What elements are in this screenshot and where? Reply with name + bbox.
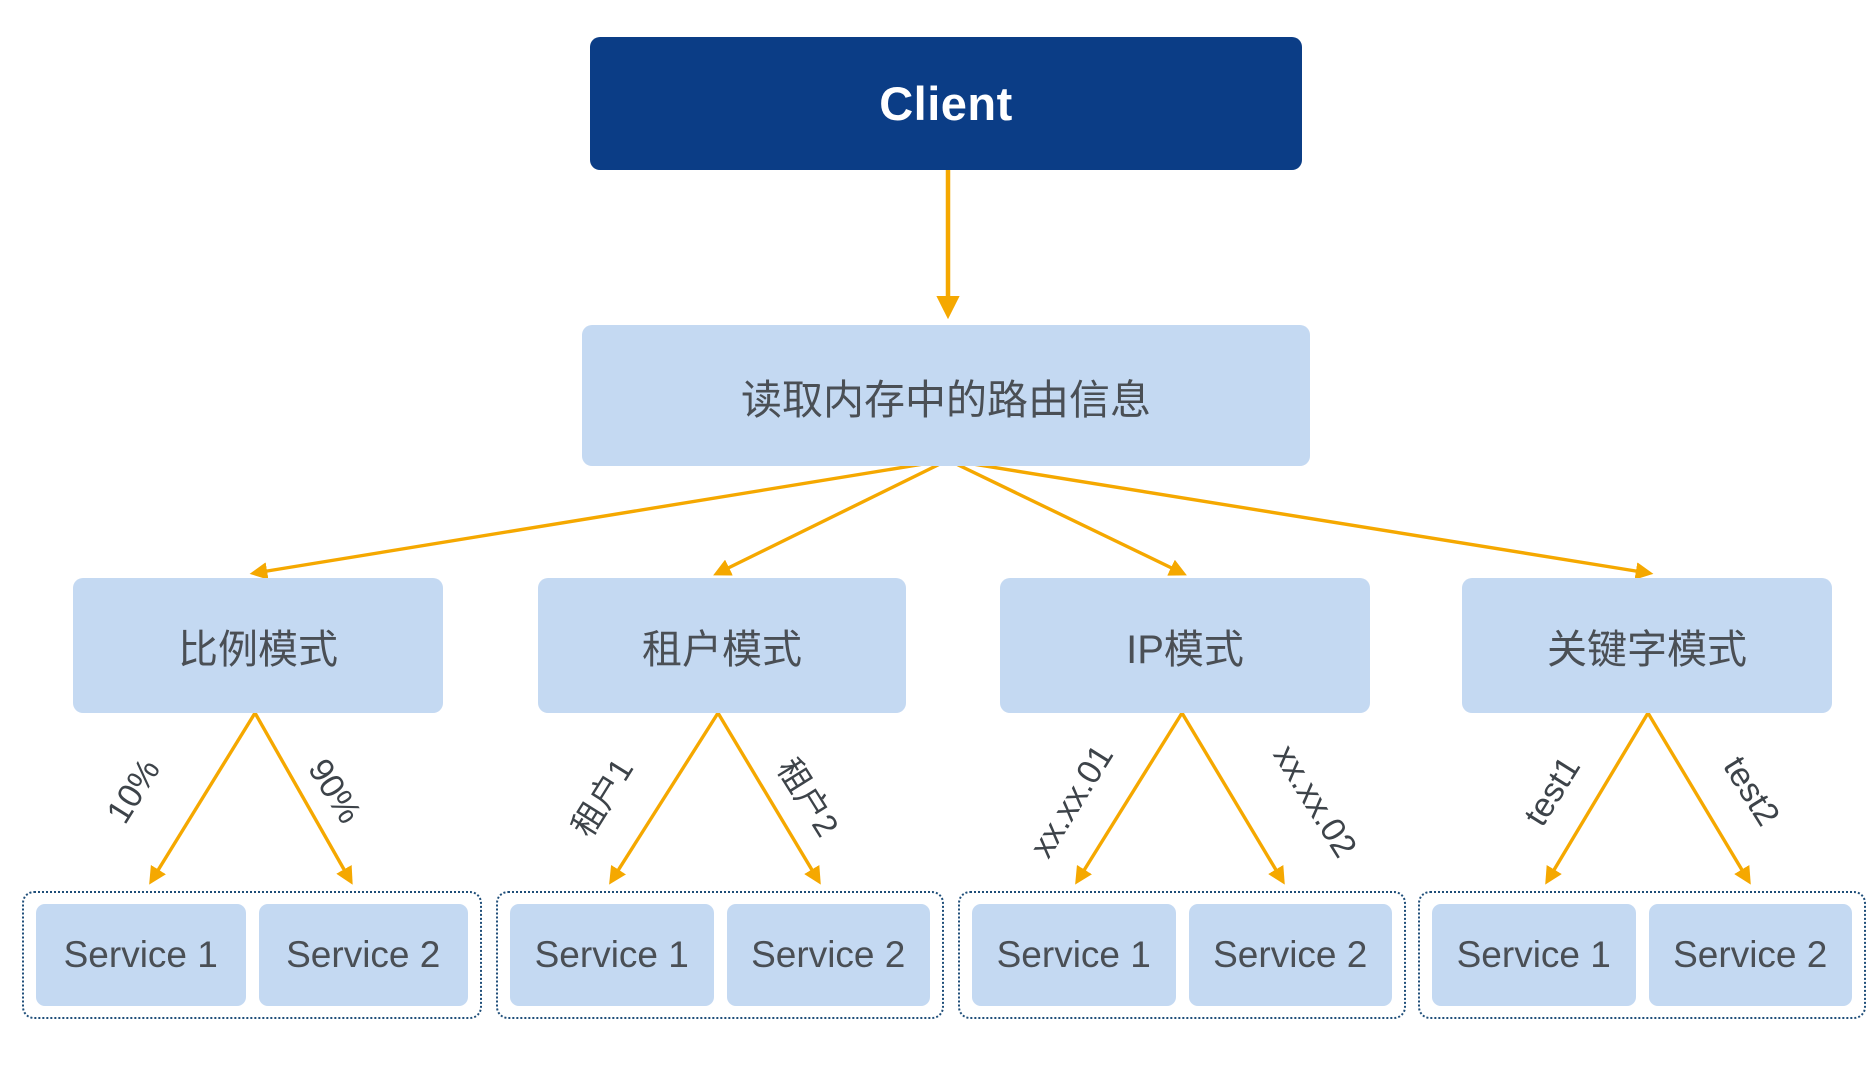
node-service-2-group-4-label: Service 2: [1673, 934, 1828, 975]
node-routing-info[interactable]: 读取内存中的路由信息: [582, 325, 1310, 466]
node-service-1-group-2[interactable]: Service 1: [510, 904, 714, 1006]
node-service-2-group-2-label: Service 2: [751, 934, 906, 975]
node-mode-ip[interactable]: IP模式: [1000, 578, 1370, 713]
node-routing-info-label: 读取内存中的路由信息: [741, 376, 1151, 423]
arrow-mode-3-to-service-2: [1180, 712, 1285, 885]
arrow-mode-3-to-service-1: [1075, 712, 1184, 885]
service-group-ip: Service 1 Service 2: [958, 891, 1406, 1019]
arrow-mode-4-to-service-1: [1545, 712, 1650, 885]
node-mode-ip-label: IP模式: [1126, 627, 1244, 672]
arrow-mode-2-to-service-1: [609, 712, 720, 885]
arrow-routing-to-mode-4: [947, 458, 1654, 580]
node-mode-tenant-label: 租户模式: [642, 627, 802, 672]
node-mode-keyword-label: 关键字模式: [1547, 627, 1747, 672]
arrow-mode-4-to-service-2: [1646, 712, 1751, 885]
node-service-1-group-2-label: Service 1: [534, 934, 689, 975]
node-service-2-group-1-label: Service 2: [286, 934, 441, 975]
node-service-1-group-3[interactable]: Service 1: [972, 904, 1176, 1006]
arrow-routing-to-mode-2: [713, 458, 949, 576]
node-service-2-group-1[interactable]: Service 2: [258, 904, 468, 1006]
arrow-routing-to-mode-3: [947, 458, 1187, 576]
node-client-label: Client: [879, 77, 1013, 130]
node-service-1-group-4-label: Service 1: [1456, 934, 1611, 975]
arrow-mode-1-to-service-2: [253, 712, 353, 885]
node-service-2-group-3[interactable]: Service 2: [1188, 904, 1392, 1006]
node-service-1-group-3-label: Service 1: [996, 934, 1151, 975]
node-service-1-group-1[interactable]: Service 1: [36, 904, 246, 1006]
arrow-routing-to-mode-1: [249, 458, 949, 580]
arrow-mode-2-to-service-2: [716, 712, 821, 885]
service-group-keyword: Service 1 Service 2: [1418, 891, 1866, 1019]
node-mode-proportional[interactable]: 比例模式: [73, 578, 443, 713]
node-service-2-group-3-label: Service 2: [1213, 934, 1368, 975]
node-service-2-group-2[interactable]: Service 2: [726, 904, 930, 1006]
node-mode-proportional-label: 比例模式: [178, 627, 338, 672]
node-service-1-group-1-label: Service 1: [63, 934, 218, 975]
service-group-proportional: Service 1 Service 2: [22, 891, 482, 1019]
service-group-tenant: Service 1 Service 2: [496, 891, 944, 1019]
node-service-1-group-4[interactable]: Service 1: [1432, 904, 1636, 1006]
node-mode-tenant[interactable]: 租户模式: [538, 578, 906, 713]
node-client[interactable]: Client: [590, 37, 1302, 170]
arrow-mode-1-to-service-1: [149, 712, 257, 885]
node-mode-keyword[interactable]: 关键字模式: [1462, 578, 1832, 713]
node-service-2-group-4[interactable]: Service 2: [1648, 904, 1852, 1006]
